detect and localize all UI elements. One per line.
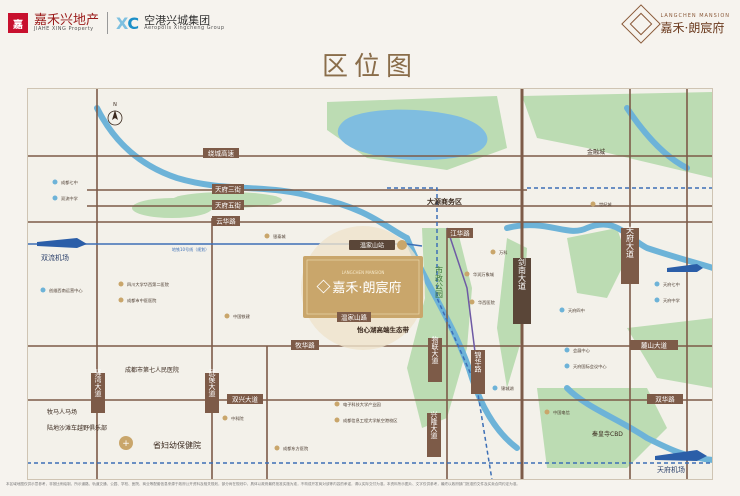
svg-text:天府大道: 天府大道: [626, 226, 635, 259]
wenjiashan-station: 温家山站: [349, 240, 407, 250]
svg-text:中科院: 中科院: [231, 415, 244, 422]
svg-text:双兴大道: 双兴大道: [232, 395, 259, 404]
project-block: [303, 256, 423, 318]
svg-text:会展中心: 会展中心: [573, 347, 591, 354]
subway-line-label: 地铁10号线（规划）: [172, 246, 209, 252]
svg-text:成都信息工程大学航空港校区: 成都信息工程大学航空港校区: [343, 417, 397, 424]
svg-text:华西医院: 华西医院: [478, 299, 496, 306]
disclaimer-footnote: 本区域地图仅供示意参考，非按比例绘制，所示道路、轨道交通、公园、学校、医院、商业…: [6, 482, 520, 486]
airplane-icon-2: [655, 450, 707, 461]
ecology-belt-label: 怡心湖高端生态带: [357, 325, 410, 334]
header: 嘉 嘉禾兴地产 JIAHE XING Property XC 空港兴城集团 Ae…: [0, 0, 740, 90]
svg-text:创维西南运营中心: 创维西南运营中心: [49, 287, 83, 294]
beach-club-label: 陆地沙滩车越野俱乐部: [47, 424, 107, 432]
svg-text:兴隆大道: 兴隆大道: [430, 410, 438, 440]
svg-text:天府中学: 天府中学: [663, 297, 680, 304]
svg-text:天府三街: 天府三街: [215, 185, 242, 194]
svg-text:LANGCHEN MANSION: LANGCHEN MANSION: [342, 270, 385, 275]
xc-logo-icon: XC: [116, 13, 139, 33]
map-canvas: LANGCHEN MANSION 嘉禾·朗宸府 温家山站 绕城高速 天府三街 天…: [27, 88, 713, 480]
diamond-logo-icon: [620, 4, 661, 44]
svg-text:万科: 万科: [499, 249, 508, 256]
vertical-road-labels: 剑南大道 天府大道 物联大道 兴隆大道 驿湾大道 武侯大道 锦华路: [91, 226, 639, 457]
svg-text:绕城高速: 绕城高速: [208, 149, 235, 158]
svg-text:中国铁建: 中国铁建: [233, 313, 251, 320]
svg-text:锦城湖: 锦城湖: [501, 385, 514, 392]
jiahe-logo-icon: 嘉: [8, 13, 28, 33]
svg-text:双流中学: 双流中学: [61, 195, 78, 202]
page-title: 区位图: [321, 52, 418, 82]
svg-text:云华路: 云华路: [216, 217, 236, 226]
svg-text:天府五街: 天府五街: [215, 201, 242, 210]
lake: [337, 109, 488, 161]
svg-text:N: N: [113, 102, 117, 108]
airplane-icon-3: [667, 264, 703, 272]
poi-markers: 创维西南运营中心 成都七中 双流中学 四川大学华西第二医院 成都市中医医院 中国…: [40, 179, 680, 452]
svg-text:华润万象城: 华润万象城: [473, 271, 495, 278]
svg-text:麓山大道: 麓山大道: [641, 341, 668, 350]
partner-name: 空港兴城集团: [144, 14, 211, 27]
compass-icon: N: [107, 102, 123, 126]
project-name-en: LANGCHEN MANSION: [660, 12, 730, 19]
svg-text:剑南大道: 剑南大道: [518, 257, 527, 291]
svg-text:江华路: 江华路: [450, 229, 470, 238]
project-area: LANGCHEN MANSION 嘉禾·朗宸府: [301, 226, 425, 350]
svg-text:电子科技大学产业园: 电子科技大学产业园: [343, 401, 381, 408]
subway-lines: [27, 187, 713, 480]
developer-name: 嘉禾兴地产: [34, 13, 100, 28]
developer-logos: 嘉 嘉禾兴地产 JIAHE XING Property XC 空港兴城集团 Ae…: [8, 12, 225, 34]
horse-ranch-label: 牧马人马场: [47, 408, 77, 416]
svg-text:中国电信: 中国电信: [553, 409, 570, 416]
maternity-hospital: + 省妇幼保健院: [119, 436, 201, 450]
city-park-label: 市政公园: [435, 265, 444, 299]
svg-text:锦华路: 锦华路: [474, 351, 482, 374]
station-icon: [397, 240, 407, 250]
hospital7-label: 成都市第七人民医院: [125, 366, 179, 374]
project-logo-icon: [316, 279, 331, 294]
svg-text:双流机场: 双流机场: [41, 253, 69, 262]
svg-text:四川大学华西第二医院: 四川大学华西第二医院: [127, 281, 170, 288]
road-labels: 绕城高速 天府三街 天府五街 云华路 牧华路 双兴大道 温家山路 江华路 麓山大…: [203, 148, 683, 404]
svg-text:省妇幼保健院: 省妇幼保健院: [153, 440, 201, 450]
svg-text:温家山路: 温家山路: [341, 313, 368, 322]
svg-text:天府七中: 天府七中: [663, 281, 680, 288]
svg-text:物联大道: 物联大道: [431, 335, 439, 365]
svg-text:双华路: 双华路: [655, 395, 675, 404]
svg-text:天府国际会议中心: 天府国际会议中心: [573, 363, 607, 370]
svg-text:牧华路: 牧华路: [295, 341, 315, 350]
developer-name-en: JIAHE XING Property: [34, 26, 94, 32]
project-logo: LANGCHEN MANSION 嘉禾·朗宸府: [620, 4, 730, 44]
jinrong-label: 金融城: [587, 148, 605, 156]
logo-divider: [107, 12, 109, 34]
svg-text:天府四中: 天府四中: [568, 307, 585, 314]
svg-text:温家山站: 温家山站: [360, 242, 384, 250]
partner-name-en: Aeropolis Xingcheng Group: [144, 25, 225, 31]
location-map: LANGCHEN MANSION 嘉禾·朗宸府 温家山站 绕城高速 天府三街 天…: [27, 88, 713, 480]
airplane-icon: [37, 238, 87, 248]
svg-text:成都市中医医院: 成都市中医医院: [127, 297, 157, 304]
hospital-icon: +: [122, 439, 130, 449]
svg-text:天府机场: 天府机场: [657, 465, 685, 474]
svg-text:驿湾大道: 驿湾大道: [94, 369, 102, 398]
svg-text:武侯大道: 武侯大道: [208, 368, 216, 398]
svg-text:成都东方医院: 成都东方医院: [283, 445, 309, 452]
svg-text:世纪城: 世纪城: [599, 201, 612, 208]
dayuan-label: 大源商务区: [427, 197, 462, 206]
cbd-label: 秦皇寺CBD: [592, 430, 623, 438]
svg-text:成都七中: 成都七中: [61, 179, 78, 186]
tianfu-airport: 天府机场: [655, 450, 707, 474]
project-label: 嘉禾·朗宸府: [332, 280, 401, 296]
project-name: 嘉禾·朗宸府: [660, 20, 725, 35]
svg-text:银泰城: 银泰城: [273, 233, 286, 240]
shuangliu-airport: 双流机场: [37, 238, 87, 262]
